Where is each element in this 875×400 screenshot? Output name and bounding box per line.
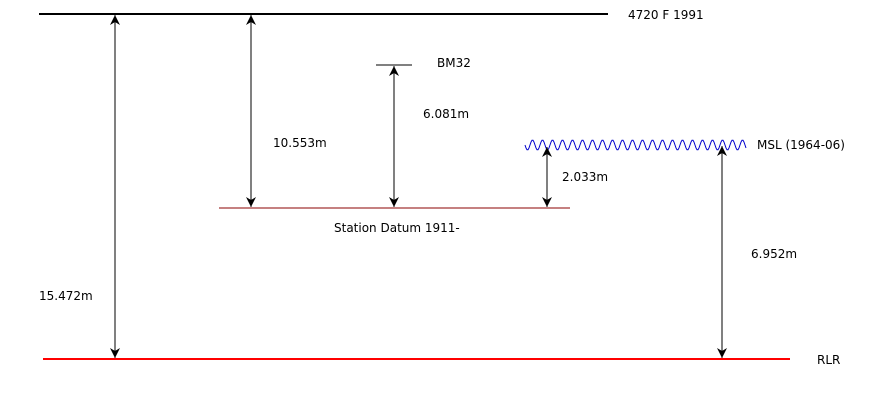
top-to-rlr-measurement: 15.472m — [39, 289, 93, 303]
station-datum-label: Station Datum 1911- — [334, 221, 460, 235]
msl-to-station-datum-measurement: 2.033m — [562, 170, 608, 184]
rlr-label: RLR — [817, 353, 840, 367]
top-level-label: 4720 F 1991 — [628, 8, 704, 22]
benchmark-label: BM32 — [437, 56, 471, 70]
msl-label: MSL (1964-06) — [757, 138, 845, 152]
top-to-station-datum-measurement: 10.553m — [273, 136, 327, 150]
msl-to-rlr-measurement: 6.952m — [751, 247, 797, 261]
msl-wave-line — [524, 139, 747, 151]
benchmark-to-station-datum-measurement: 6.081m — [423, 107, 469, 121]
